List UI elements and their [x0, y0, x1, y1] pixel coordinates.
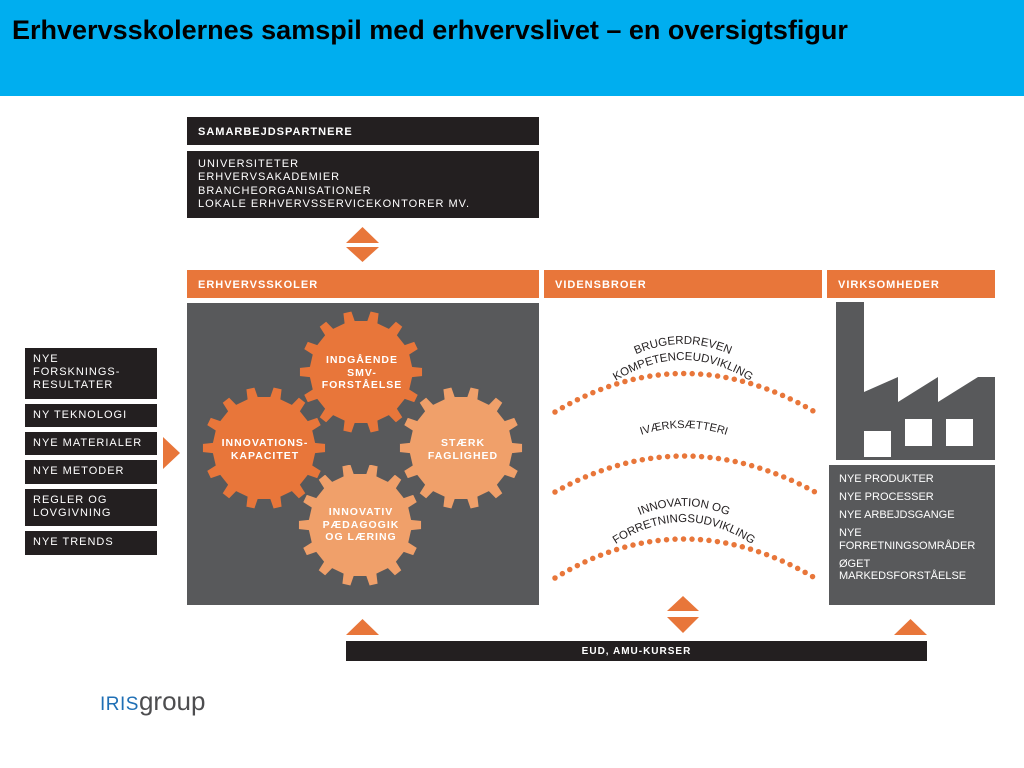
- left-item: NYE METODER: [25, 460, 157, 484]
- partner-item: BRANCHEORGANISATIONER: [198, 184, 372, 197]
- factory-icon: [828, 302, 995, 460]
- window: [864, 431, 891, 457]
- eud-bar: EUD, AMU-KURSER: [346, 641, 927, 661]
- dotted-arc: [552, 370, 818, 415]
- virk-item: NYE FORRETNINGSOMRÅDER: [839, 527, 976, 552]
- partner-item: LOKALE ERHVERVSSERVICEKONTORER MV.: [198, 197, 471, 210]
- samarbejdspartnere-list: UNIVERSITETER ERHVERVSAKADEMIER BRANCHEO…: [187, 151, 539, 218]
- irisgroup-logo: IRISgroup: [100, 686, 205, 717]
- gear-label-line: PÆDAGOGIK: [322, 518, 400, 531]
- logo-part: group: [138, 686, 206, 716]
- left-item: NYE TRENDS: [25, 531, 157, 555]
- gear-staerk: [398, 385, 524, 511]
- gear-label-indgaaende: INDGÅENDE SMV- FORSTÅELSE: [302, 354, 422, 392]
- bridge-label: IVÆRKSÆTTERI: [639, 419, 730, 438]
- gear-label-line: INDGÅENDE: [325, 354, 398, 366]
- arrow-right-icon: [163, 437, 180, 469]
- window: [946, 419, 973, 446]
- gear-label-staerk: STÆRK FAGLIGHED: [403, 437, 523, 462]
- samarbejdspartnere-heading: SAMARBEJDSPARTNERE: [187, 117, 539, 145]
- arrow-up-icon: [667, 596, 699, 611]
- virk-item: NYE PROCESSER: [839, 491, 934, 503]
- gear-label-line: FORSTÅELSE: [321, 379, 403, 391]
- left-item: NY TEKNOLOGI: [25, 404, 157, 427]
- gear-innovativ: [297, 462, 423, 588]
- gear-label-innovationskapacitet: INNOVATIONS- KAPACITET: [205, 437, 325, 462]
- gear-innovationskapacitet: [201, 385, 327, 511]
- partner-item: UNIVERSITETER: [198, 158, 300, 170]
- left-item-label: NYE FORSKNINGS-RESULTATER: [33, 353, 121, 391]
- virk-item: NYE PRODUKTER: [839, 473, 934, 485]
- gear-label-line: STÆRK: [440, 437, 486, 449]
- partner-item: ERHVERVSAKADEMIER: [198, 171, 341, 184]
- gear-label-line: SMV-: [347, 366, 377, 379]
- gear-label-line: FAGLIGHED: [427, 449, 499, 462]
- arrow-down-icon: [667, 617, 699, 633]
- virksomheder-heading: VIRKSOMHEDER: [827, 270, 995, 298]
- gears-group: [201, 309, 524, 588]
- dotted-arc: [552, 536, 818, 581]
- arrow-down-icon: [346, 247, 379, 262]
- arrow-up-icon: [894, 619, 927, 635]
- gear-label-line: OG LÆRING: [325, 531, 397, 543]
- logo-part: IRIS: [100, 694, 139, 715]
- factory-panel: [828, 302, 995, 460]
- left-item: REGLER OG LOVGIVNING: [25, 489, 157, 526]
- virk-item: ØGET MARKEDSFORSTÅELSE: [839, 557, 967, 583]
- arrow-up-icon: [346, 227, 379, 243]
- virksomheder-list: NYE PRODUKTER NYE PROCESSER NYE ARBEJDSG…: [829, 465, 995, 605]
- left-item-label: REGLER OG LOVGIVNING: [33, 494, 112, 519]
- dotted-arc: [552, 453, 818, 495]
- gear-label-line: INNOVATIV: [328, 506, 394, 518]
- bridge-label: FORRETNINGSUDVIKLING: [611, 513, 757, 547]
- page-title: Erhvervsskolernes samspil med erhvervsli…: [12, 15, 848, 45]
- erhvervsskoler-heading: ERHVERVSSKOLER: [187, 270, 539, 298]
- virk-item: NYE ARBEJDSGANGE: [839, 509, 955, 521]
- title-bar: Erhvervsskolernes samspil med erhvervsli…: [0, 0, 1024, 96]
- window: [905, 419, 932, 446]
- gear-label-line: KAPACITET: [230, 449, 300, 462]
- gear-indgaaende: [298, 309, 424, 435]
- left-item: NYE FORSKNINGS-RESULTATER: [25, 348, 157, 399]
- gear-label-innovativ: INNOVATIV PÆDAGOGIK OG LÆRING: [301, 506, 421, 544]
- arrow-up-icon: [346, 619, 379, 635]
- vidensbroer-heading: VIDENSBROER: [544, 270, 822, 298]
- left-item: NYE MATERIALER: [25, 432, 157, 455]
- gear-label-line: INNOVATIONS-: [221, 437, 309, 449]
